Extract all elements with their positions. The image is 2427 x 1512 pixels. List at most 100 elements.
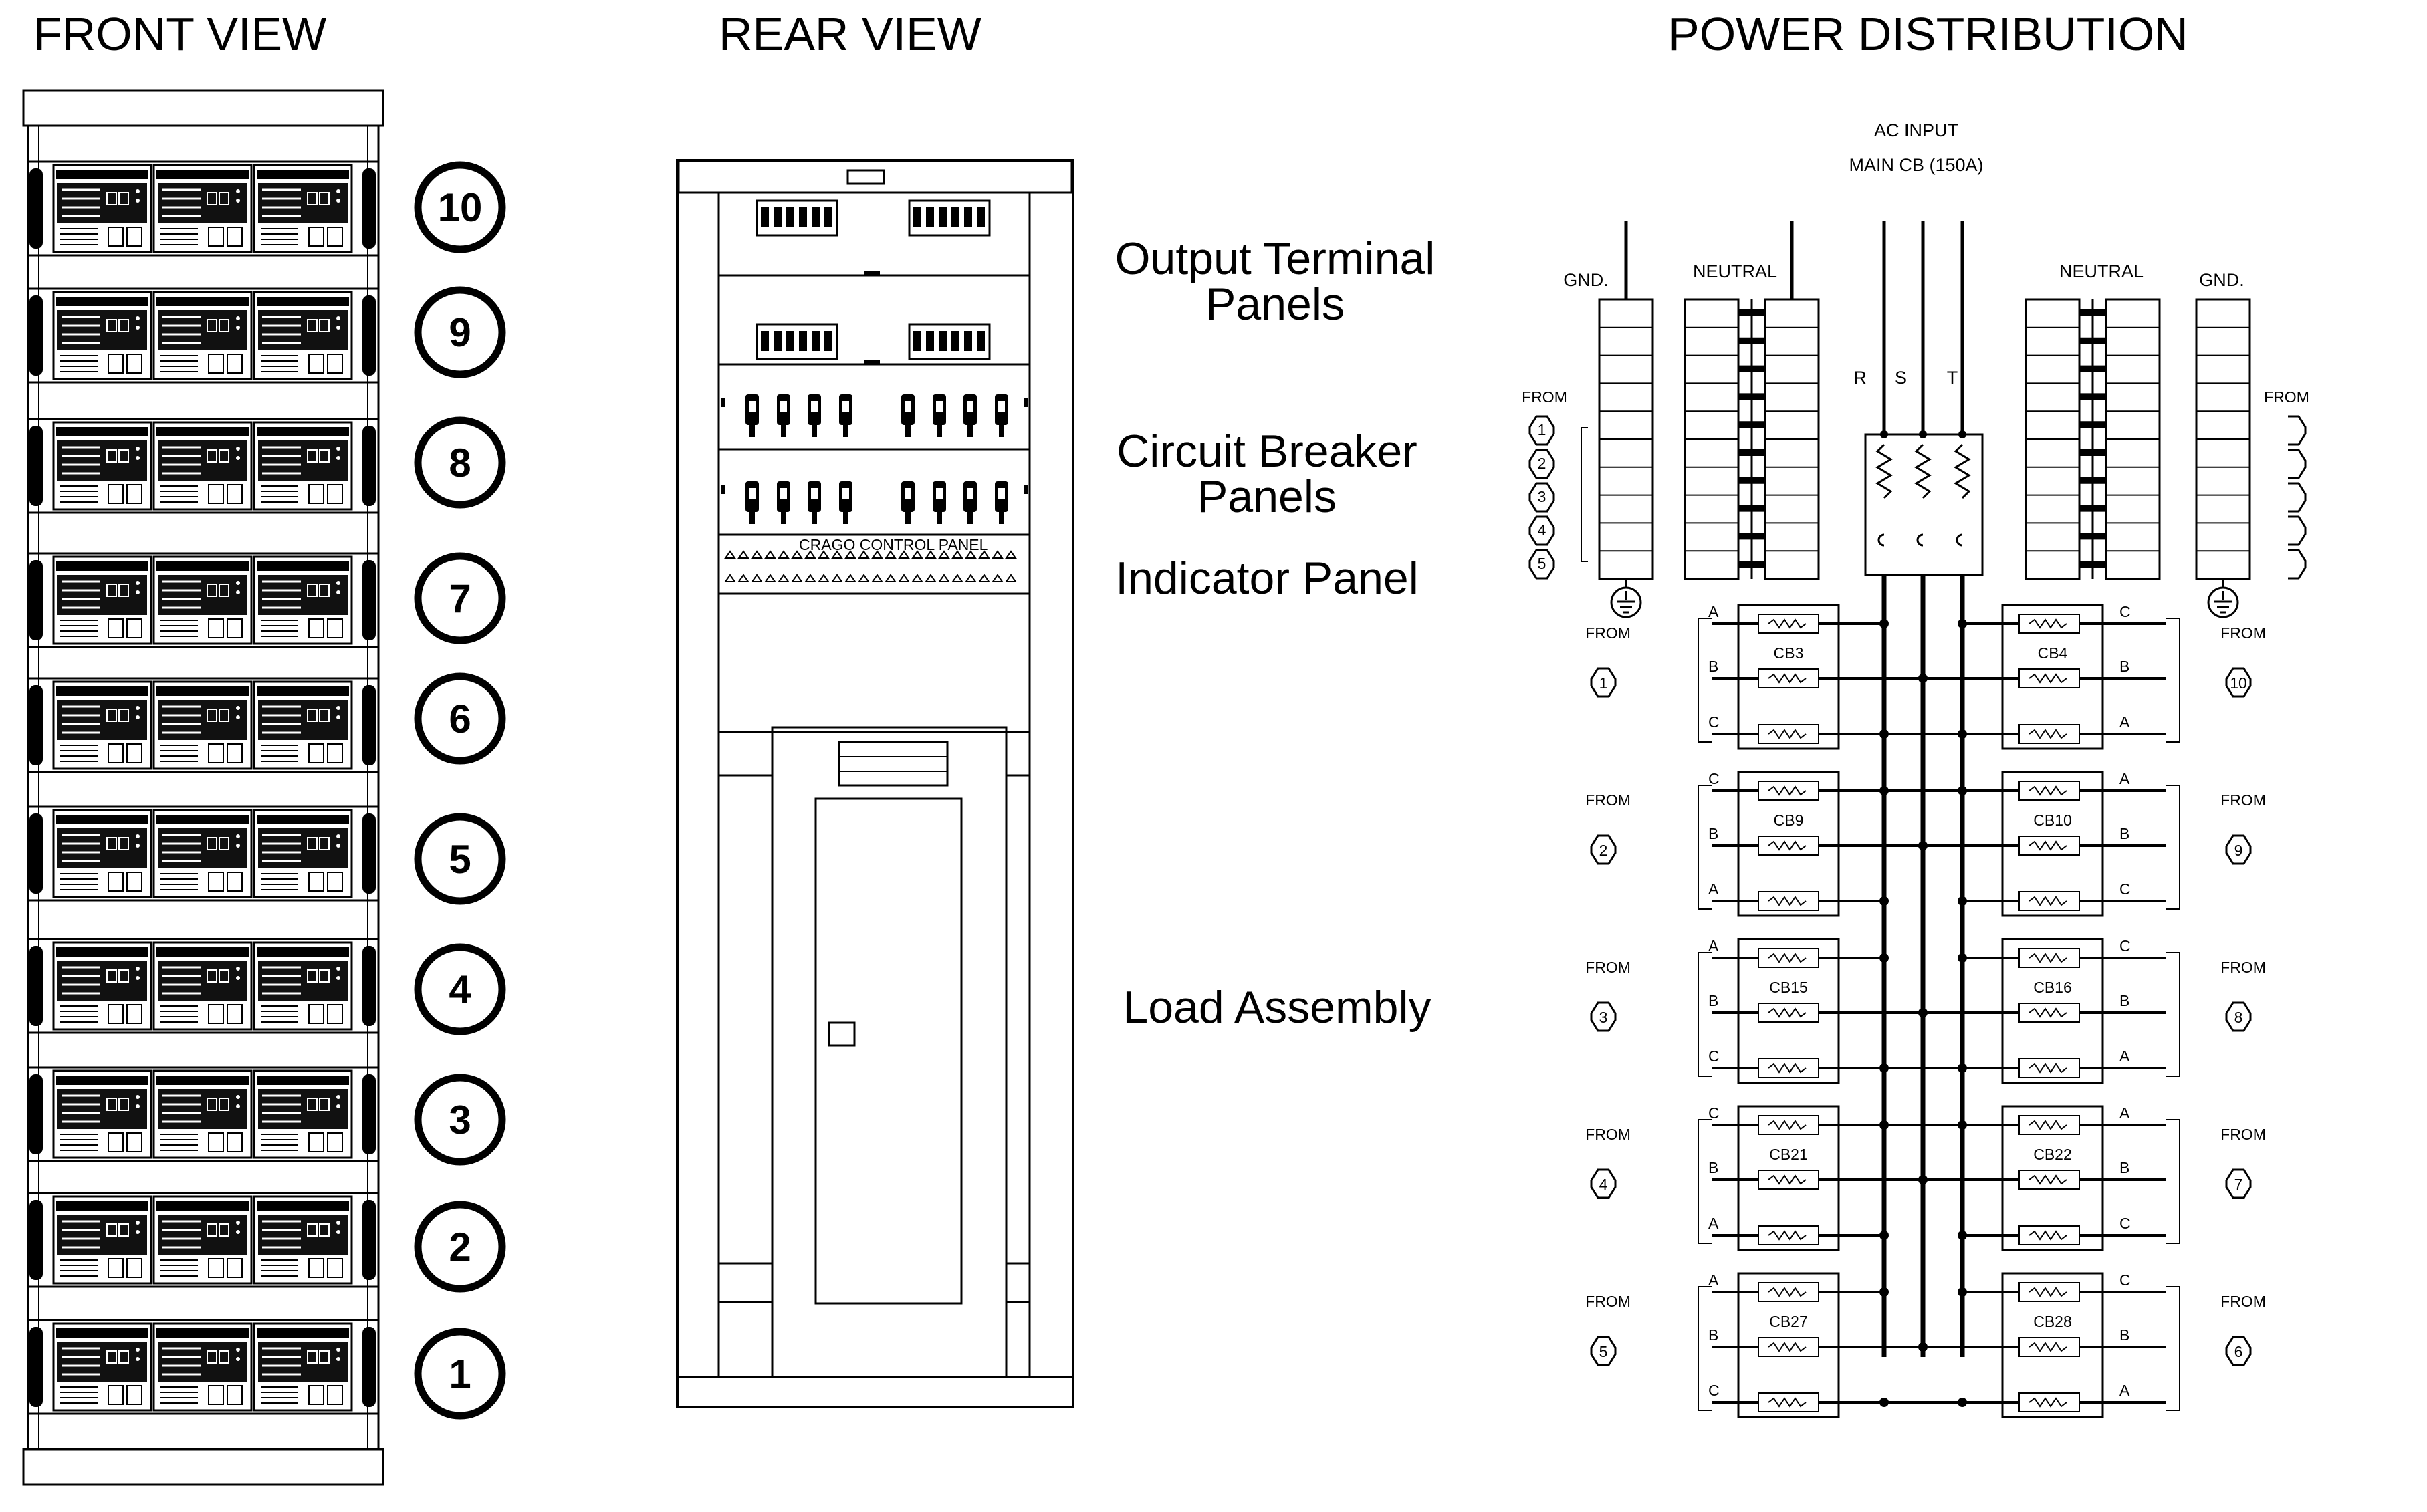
- terminal-block: [327, 227, 343, 247]
- fuse-left: [1758, 836, 1819, 856]
- meter: [106, 1098, 117, 1111]
- breaker-contact: [1877, 533, 1885, 547]
- terminal-block: [308, 743, 324, 763]
- terminal-block: [126, 872, 142, 892]
- supply-module: [253, 941, 353, 1031]
- terminal-block: [327, 1132, 343, 1152]
- unit-frame: [27, 938, 380, 1034]
- fuse-element: [1768, 729, 1807, 739]
- indicator-light: [764, 550, 776, 559]
- from-number-badge-right: [2288, 515, 2307, 546]
- phase-label-left: B: [1708, 825, 1718, 842]
- fuse-element: [1768, 1174, 1807, 1185]
- meter: [307, 837, 318, 850]
- bus-junction: [1918, 674, 1928, 683]
- status-led: [336, 1104, 340, 1108]
- status-led: [136, 1221, 140, 1225]
- bus-junction: [1879, 1287, 1889, 1297]
- fuse-element: [1768, 1287, 1807, 1297]
- terminal-block: [327, 354, 343, 374]
- meter: [219, 969, 229, 983]
- terminal: [774, 207, 782, 227]
- status-led: [136, 199, 140, 203]
- module-frame: [152, 1322, 253, 1412]
- supply-module: [52, 680, 152, 770]
- indicator-light: [898, 550, 910, 559]
- fuse-left: [1758, 724, 1819, 744]
- load-assembly-frame: [717, 731, 1031, 1378]
- breaker: [839, 481, 852, 524]
- left-handle: [29, 1327, 43, 1407]
- breaker-box-left: [1737, 1272, 1840, 1418]
- status-led: [336, 844, 340, 848]
- module-top-bar: [56, 815, 148, 824]
- unit-number-3: 3: [449, 1098, 471, 1142]
- module-top-bar: [257, 686, 349, 696]
- unit-frame: [27, 287, 380, 384]
- main-cb-label: MAIN CB (150A): [1849, 155, 1983, 175]
- breaker: [839, 394, 852, 437]
- breaker-switch: [936, 488, 943, 499]
- module-frame: [253, 164, 353, 253]
- breaker-switch: [749, 401, 756, 412]
- indicator-light: [791, 550, 803, 559]
- module-top-bar: [56, 427, 148, 436]
- cb-label-left: CB9: [1774, 811, 1804, 829]
- breaker-lead: [999, 425, 1004, 437]
- from-badge-left: [1590, 834, 1617, 865]
- breaker-lead: [843, 512, 848, 524]
- status-led: [236, 1221, 240, 1225]
- terminal: [761, 207, 769, 227]
- from-number-right: 7: [2234, 1176, 2243, 1193]
- phase-label-left: C: [1708, 1047, 1720, 1065]
- from-number-left-3: 3: [1538, 488, 1546, 505]
- from-label-left: FROM: [1585, 1126, 1631, 1143]
- indicator-light: [831, 574, 843, 582]
- cb-label-right: CB22: [2033, 1146, 2072, 1163]
- terminal-block: [108, 1004, 124, 1024]
- phase-label-right: A: [2119, 1047, 2130, 1065]
- phase-label-left: A: [1708, 937, 1719, 955]
- terminal-block: [327, 743, 343, 763]
- indicator-light: [791, 574, 803, 582]
- breaker-box-right: [2001, 604, 2104, 750]
- bus-junction: [1918, 1342, 1928, 1352]
- from-number-left-1: 1: [1538, 421, 1546, 438]
- group-bracket-right: [2166, 785, 2180, 910]
- supply-module: [152, 1195, 253, 1285]
- panel-tab: [864, 360, 880, 364]
- meter: [106, 449, 117, 463]
- terminal-block: [327, 618, 343, 638]
- meter: [207, 319, 217, 332]
- terminal-block: [126, 1004, 142, 1024]
- fuse-right: [2018, 1337, 2080, 1357]
- terminal: [812, 331, 820, 351]
- unit-number-circle: [414, 1201, 506, 1293]
- fuse-left: [1758, 1115, 1819, 1135]
- terminal-block: [126, 1258, 142, 1278]
- bus-junction: [1879, 619, 1889, 628]
- from-number-right: 9: [2234, 842, 2243, 859]
- phase-r-label: R: [1853, 368, 1867, 388]
- power-supply-unit: 5: [27, 805, 506, 905]
- meter: [219, 319, 229, 332]
- breaker-box-left: [1737, 938, 1840, 1084]
- from-badge-right: [2225, 1336, 2252, 1366]
- supply-module: [152, 809, 253, 898]
- status-led: [336, 967, 340, 971]
- status-led: [136, 844, 140, 848]
- rear-view-labels: Output Terminal Panels Circuit Breaker P…: [1115, 233, 1435, 1033]
- from-number-badge-right: [2288, 449, 2307, 479]
- from-badge-left: [1590, 1336, 1617, 1366]
- phase-label-right: B: [2119, 1159, 2129, 1176]
- unit-number-circle: [414, 1328, 506, 1420]
- module-frame: [253, 680, 353, 770]
- indicator-light: [965, 574, 977, 582]
- left-handle: [29, 295, 43, 376]
- breaker: [933, 481, 946, 524]
- terminal: [977, 207, 985, 227]
- group-bracket-left: [1698, 1119, 1712, 1244]
- unit-number-circle: [414, 813, 506, 905]
